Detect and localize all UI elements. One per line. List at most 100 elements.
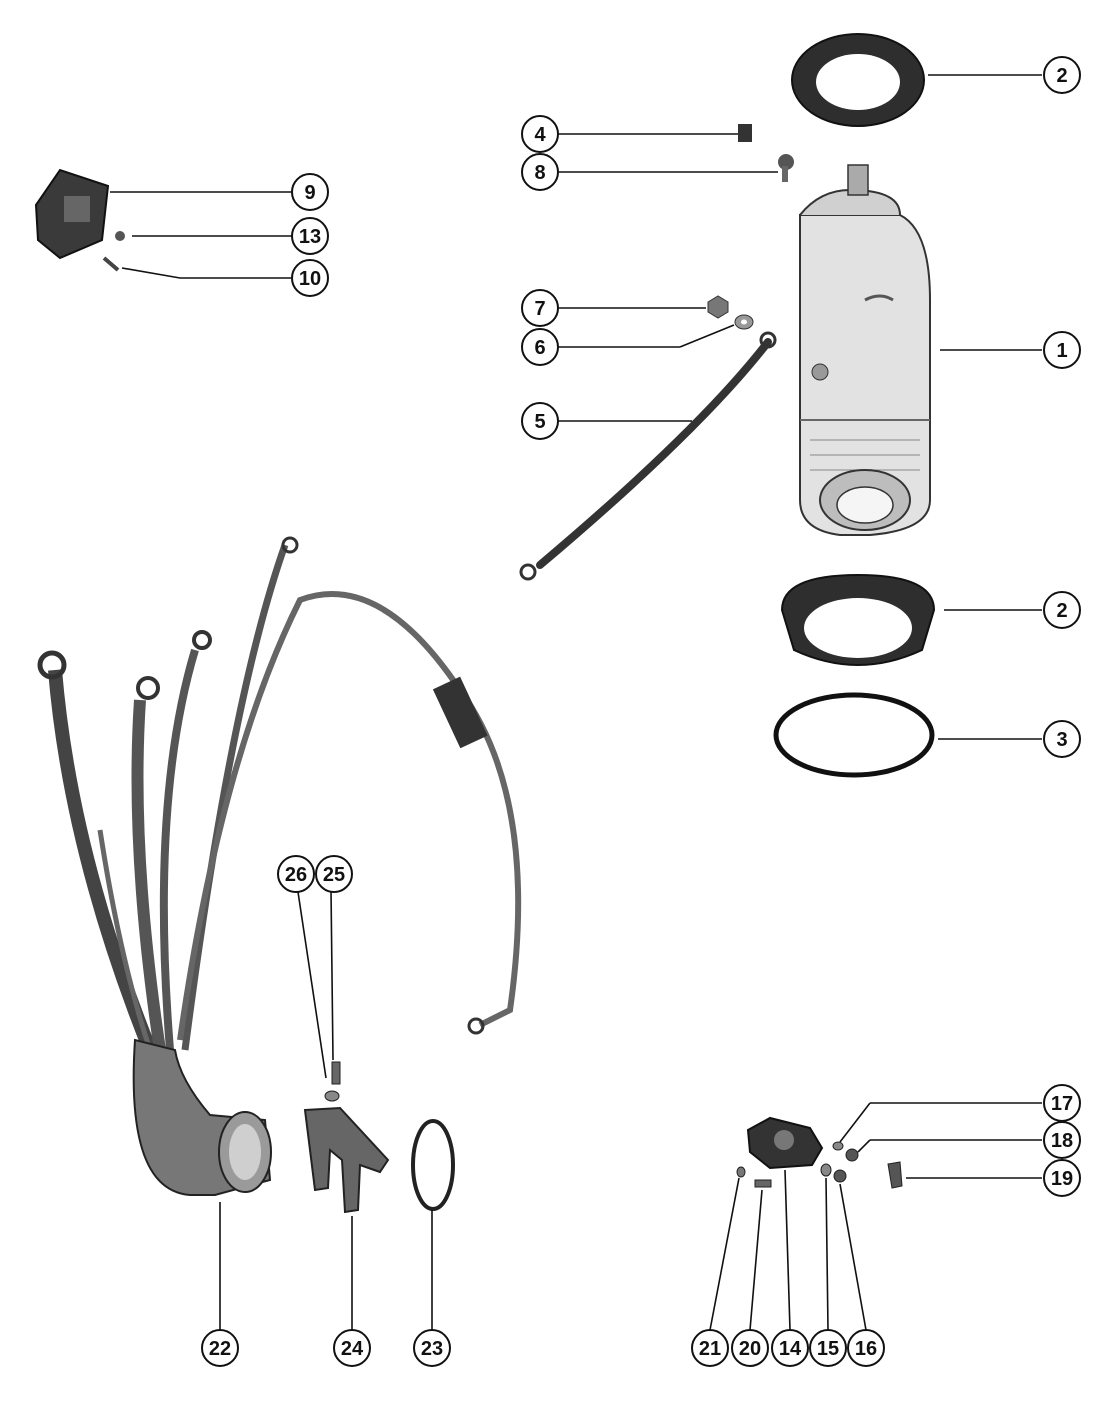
- callout-16: 16: [847, 1329, 885, 1367]
- callout-number: 2: [1056, 600, 1067, 622]
- callout-circle: [277, 855, 315, 893]
- callout-20: 20: [731, 1329, 769, 1367]
- callout-9: 9: [291, 173, 329, 211]
- callout-circle: [291, 259, 329, 297]
- callout-24: 24: [333, 1329, 371, 1367]
- callout-10: 10: [291, 259, 329, 297]
- callout-19: 19: [1043, 1159, 1081, 1197]
- callout-circle: [809, 1329, 847, 1367]
- callout-number: 14: [779, 1338, 802, 1360]
- callout-circle: [1043, 56, 1081, 94]
- callout-circle: [731, 1329, 769, 1367]
- callout-circle: [1043, 591, 1081, 629]
- callout-number: 25: [323, 864, 345, 886]
- callout-17: 17: [1043, 1084, 1081, 1122]
- callout-13: 13: [291, 217, 329, 255]
- callout-18: 18: [1043, 1121, 1081, 1159]
- callout-circle: [315, 855, 353, 893]
- callout-number: 18: [1051, 1130, 1073, 1152]
- callout-21: 21: [691, 1329, 729, 1367]
- callout-circle: [521, 328, 559, 366]
- callout-number: 26: [285, 864, 307, 886]
- callout-4: 4: [521, 115, 559, 153]
- part-screw-10: [102, 256, 120, 272]
- callout-number: 16: [855, 1338, 877, 1360]
- callout-15: 15: [809, 1329, 847, 1367]
- callout-number: 2: [1056, 65, 1067, 87]
- part-washer-26: [324, 1090, 340, 1102]
- callout-circle: [521, 153, 559, 191]
- part-nut-18: [845, 1148, 859, 1162]
- callout-number: 20: [739, 1338, 761, 1360]
- part-ring-top: [791, 33, 925, 127]
- part-harness-22: [37, 536, 522, 1196]
- callout-circle: [1043, 1159, 1081, 1197]
- callout-circle: [521, 402, 559, 440]
- part-oring-3: [773, 692, 935, 778]
- callout-circle: [333, 1329, 371, 1367]
- callout-8: 8: [521, 153, 559, 191]
- part-starter-motor: [799, 164, 931, 536]
- callout-number: 24: [341, 1338, 364, 1360]
- callout-number: 23: [421, 1338, 443, 1360]
- part-solenoid-14: [746, 1116, 824, 1170]
- callout-6: 6: [521, 328, 559, 366]
- part-nut-7: [707, 295, 729, 319]
- callout-25: 25: [315, 855, 353, 893]
- callout-circle: [1043, 331, 1081, 369]
- part-ring-lower: [780, 573, 936, 666]
- callout-circle: [771, 1329, 809, 1367]
- callout-number: 4: [534, 124, 546, 146]
- callout-22: 22: [201, 1329, 239, 1367]
- callout-2: 2: [1043, 56, 1081, 94]
- leader-lines: [110, 74, 1042, 1331]
- callout-number: 9: [304, 182, 315, 204]
- callout-circle: [521, 115, 559, 153]
- callout-26: 26: [277, 855, 315, 893]
- callout-circle: [291, 173, 329, 211]
- callout-14: 14: [771, 1329, 809, 1367]
- part-nut-16: [833, 1169, 847, 1183]
- callout-circle: [1043, 1121, 1081, 1159]
- callout-number: 5: [534, 411, 545, 433]
- callout-circle: [201, 1329, 239, 1367]
- part-screw-20: [754, 1179, 772, 1188]
- part-washer-21: [736, 1166, 746, 1178]
- callout-number: 17: [1051, 1093, 1073, 1115]
- callout-23: 23: [413, 1329, 451, 1367]
- part-nut-13: [115, 231, 125, 241]
- part-washer-6: [734, 314, 754, 330]
- part-cable-5: [519, 331, 777, 581]
- callout-5: 5: [521, 402, 559, 440]
- callout-circle: [291, 217, 329, 255]
- callout-number: 10: [299, 268, 321, 290]
- part-screw-8: [778, 154, 794, 182]
- part-washer-17: [832, 1141, 844, 1151]
- callout-number: 19: [1051, 1168, 1073, 1190]
- callout-number: 6: [534, 337, 545, 359]
- part-screw-25: [331, 1061, 341, 1085]
- part-screw-19: [887, 1161, 903, 1189]
- callout-number: 22: [209, 1338, 231, 1360]
- callout-number: 15: [817, 1338, 839, 1360]
- callout-circle: [1043, 720, 1081, 758]
- callout-number: 8: [534, 162, 545, 184]
- part-washer-15: [820, 1163, 832, 1177]
- callout-7: 7: [521, 289, 559, 327]
- callout-circle: [847, 1329, 885, 1367]
- callout-number: 7: [534, 298, 545, 320]
- part-oring-23: [411, 1119, 455, 1211]
- callout-number: 13: [299, 226, 321, 248]
- callout-circle: [691, 1329, 729, 1367]
- part-rectifier-9: [34, 168, 110, 260]
- callout-1: 1: [1043, 331, 1081, 369]
- callout-circle: [521, 289, 559, 327]
- callout-3: 3: [1043, 720, 1081, 758]
- callout-number: 21: [699, 1338, 721, 1360]
- part-bracket-24: [303, 1106, 390, 1214]
- callout-circle: [413, 1329, 451, 1367]
- callout-2: 2: [1043, 591, 1081, 629]
- part-brush: [738, 124, 752, 142]
